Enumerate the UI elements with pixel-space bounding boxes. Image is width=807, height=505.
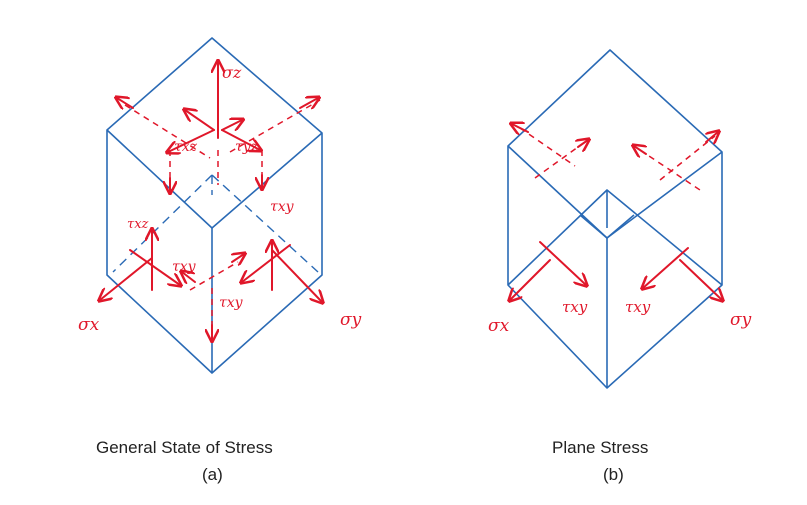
label-tau-xy-left-b: τxy <box>562 298 588 316</box>
label-tau-xy-right-b: τxy <box>625 298 651 316</box>
panel-b-labels: σx τxy τxy σy <box>488 298 752 336</box>
caption-b-sublabel: (b) <box>603 465 624 484</box>
panel-b-cube <box>507 49 723 389</box>
caption-a: General State of Stress <box>96 438 273 457</box>
caption-b: Plane Stress <box>552 438 649 457</box>
label-sigma-y: σy <box>340 310 362 330</box>
label-sigma-x-b: σx <box>488 316 510 336</box>
caption-a-sublabel: (a) <box>202 465 223 484</box>
panel-a-labels: σz τxz τyz τxy τxz τxy τxy σx σy <box>78 63 362 335</box>
label-tau-xy-right: τxy <box>270 199 295 215</box>
label-tau-xz-left: τxz <box>127 217 149 232</box>
label-sigma-y-b: σy <box>730 310 752 330</box>
label-sigma-z: σz <box>222 63 242 82</box>
label-sigma-x: σx <box>78 315 100 335</box>
label-tau-xy-mid: τxy <box>172 259 197 275</box>
label-tau-xy-bottom: τxy <box>219 295 244 311</box>
panel-b-stress-arrows <box>510 124 722 300</box>
label-tau-xz-top: τxz <box>174 139 198 155</box>
panel-a-stress-arrows <box>100 62 322 340</box>
label-tau-yz-top: τyz <box>235 139 259 155</box>
